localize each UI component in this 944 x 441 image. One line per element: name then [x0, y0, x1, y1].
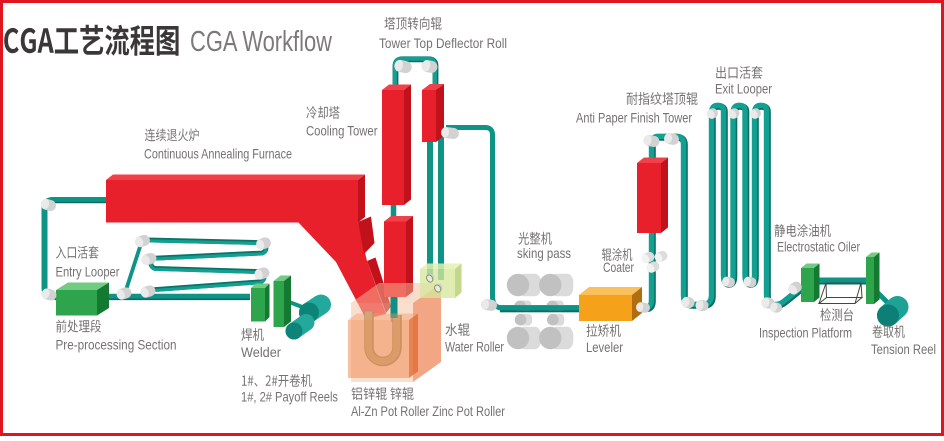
- svg-text:Leveler: Leveler: [586, 339, 623, 355]
- svg-text:Continuous Annealing Furnace: Continuous Annealing Furnace: [144, 146, 292, 162]
- svg-text:Electrostatic Oiler: Electrostatic Oiler: [777, 238, 860, 254]
- svg-text:Inspection Platform: Inspection Platform: [759, 324, 852, 340]
- svg-text:Exit Looper: Exit Looper: [715, 80, 772, 96]
- svg-text:Entry Looper: Entry Looper: [56, 263, 120, 279]
- svg-text:1#, 2# Payoff Reels: 1#, 2# Payoff Reels: [241, 388, 338, 404]
- svg-text:Cooling Tower: Cooling Tower: [306, 123, 378, 139]
- svg-text:CGA Workflow: CGA Workflow: [190, 26, 332, 58]
- svg-text:Al-Zn Pot Roller Zinc Pot Rol: Al-Zn Pot Roller Zinc Pot Roller: [351, 403, 505, 419]
- svg-text:Tension Reel: Tension Reel: [871, 341, 936, 357]
- svg-text:Anti Paper Finish Tower: Anti Paper Finish Tower: [576, 110, 692, 126]
- svg-text:sking pass: sking pass: [517, 245, 571, 261]
- svg-text:Pre-processing Section: Pre-processing Section: [56, 336, 177, 352]
- svg-text:Tower Top Deflector Roll: Tower Top Deflector Roll: [379, 35, 507, 51]
- svg-text:Water Roller: Water Roller: [445, 338, 504, 354]
- svg-text:Coater: Coater: [603, 259, 634, 275]
- svg-text:Welder: Welder: [241, 344, 281, 360]
